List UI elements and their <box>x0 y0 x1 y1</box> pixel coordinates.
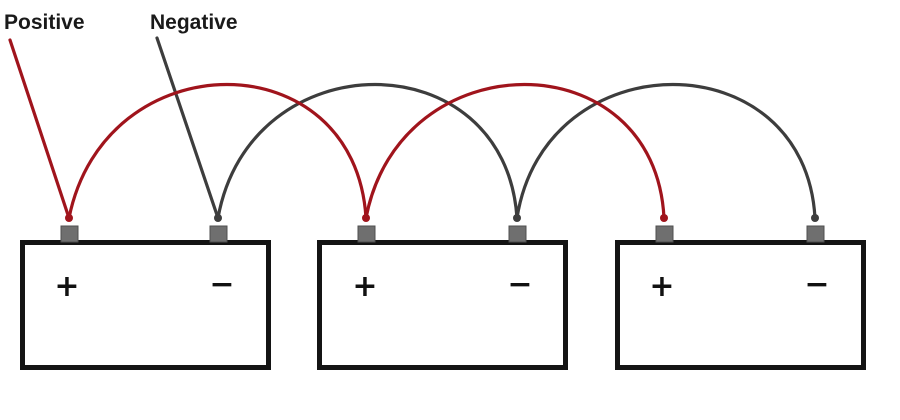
minus-sign: − <box>507 267 532 302</box>
positive-connection-dot <box>660 214 668 222</box>
positive-connection-dot <box>65 214 73 222</box>
battery-case <box>317 240 568 370</box>
plus-sign: + <box>54 269 79 304</box>
negative-connection-dot <box>214 214 222 222</box>
battery-1: + − <box>20 225 271 370</box>
negative-jumper-2-3 <box>515 83 817 220</box>
positive-main-lead <box>8 38 71 220</box>
negative-terminal <box>806 225 825 243</box>
negative-jumper-1-2 <box>216 83 519 220</box>
plus-sign: + <box>649 269 674 304</box>
positive-terminal <box>655 225 674 243</box>
minus-sign: − <box>209 267 234 302</box>
plus-sign: + <box>352 269 377 304</box>
battery-case <box>615 240 866 370</box>
battery-case <box>20 240 271 370</box>
positive-terminal <box>60 225 79 243</box>
positive-lead-label: Positive <box>4 11 85 34</box>
negative-lead-label: Negative <box>150 11 238 34</box>
negative-terminal <box>209 225 228 243</box>
negative-connection-dot <box>513 214 521 222</box>
negative-terminal <box>508 225 527 243</box>
positive-jumper-1-2 <box>67 83 368 220</box>
negative-main-lead <box>155 36 220 220</box>
minus-sign: − <box>804 267 829 302</box>
wires <box>8 36 819 222</box>
positive-connection-dot <box>362 214 370 222</box>
negative-connection-dot <box>811 214 819 222</box>
positive-jumper-2-3 <box>364 83 666 220</box>
battery-2: + − <box>317 225 568 370</box>
battery-3: + − <box>615 225 866 370</box>
positive-terminal <box>357 225 376 243</box>
